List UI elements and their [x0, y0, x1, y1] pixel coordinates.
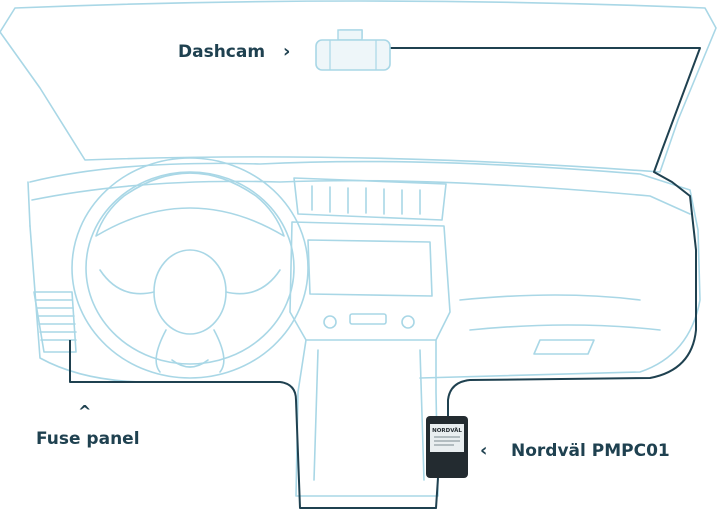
- dashboard-lower: [29, 225, 231, 383]
- knob-left: [323, 315, 337, 329]
- infotainment-screen: [307, 239, 433, 297]
- chevron-right-icon: ›: [283, 41, 291, 62]
- steering-wheel: [71, 157, 309, 379]
- glovebox-handle: [533, 339, 595, 355]
- left-vent-slats: [35, 299, 77, 341]
- gear-tunnel: [313, 349, 425, 481]
- chevron-up-icon: ^: [78, 402, 92, 421]
- dashcam-label: Dashcam: [178, 42, 266, 62]
- center-vent: [293, 177, 447, 221]
- console-button: [349, 313, 387, 325]
- dashboard-edge-left: [27, 181, 31, 227]
- center-vent-slats: [311, 185, 421, 215]
- windshield-outline: [0, 0, 717, 173]
- dashboard-inner: [31, 179, 691, 215]
- fuse-panel-label: Fuse panel: [36, 429, 140, 449]
- device-label: Nordväl PMPC01: [511, 441, 670, 461]
- nordval-device: NORDVÄL: [426, 416, 468, 478]
- power-cable: [69, 47, 701, 509]
- device-brand-text: NORDVÄL: [432, 427, 462, 434]
- dashcam-device: [315, 29, 391, 71]
- lower-console: [295, 339, 439, 497]
- knob-right: [401, 315, 415, 329]
- dashboard-top: [29, 160, 701, 379]
- chevron-left-icon: ‹: [480, 440, 488, 461]
- right-panel: [459, 294, 661, 331]
